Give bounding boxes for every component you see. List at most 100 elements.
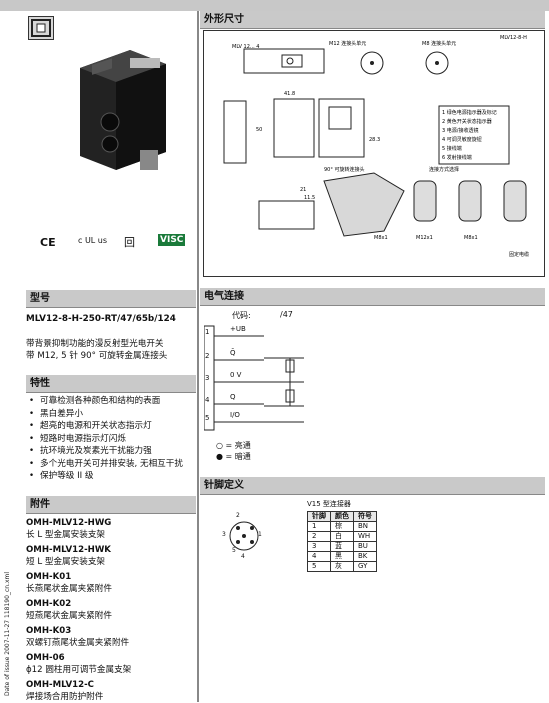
legend-light-on: ○ = 亮通 [216,441,251,450]
accessory-item: OMH-K01 长燕尾状金属夹紧附件 [26,571,196,595]
features-list: 可靠检测各种颜色和结构的表面 黑白差异小 超亮的电源和开关状态指示灯 短路时电源… [26,395,196,483]
table-cell: 4 [307,551,331,562]
signal-label: Q̄ [230,349,236,357]
accessory-item: OMH-MLV12-HWK 短 L 型金属安装支架 [26,544,196,568]
legend-dark-on: ● = 暗通 [216,452,251,461]
pin-number: 5 [232,547,236,554]
pinout-heading: 针脚定义 [200,477,545,495]
pin-number: 5 [205,414,210,422]
accessory-desc: 短 L 型金属安装支架 [26,557,106,567]
legend-line: 2 黄色开关状态指示器 [442,118,492,125]
list-item: 多个光电开关可并排安装, 无相互干扰 [26,458,196,471]
pin-number: 2 [205,352,210,360]
features-section: 特性 可靠检测各种颜色和结构的表面 黑白差异小 超亮的电源和开关状态指示灯 短路… [26,375,196,483]
accessory-code: OMH-MLV12-HWG [26,518,112,528]
model-heading: 型号 [26,290,196,308]
connector-face: 2 1 3 5 4 [222,512,272,562]
desc-line-2: 带 M12, 5 针 90° 可旋转金属连接头 [26,351,168,361]
table-header: 符号 [353,511,377,522]
desc-line-1: 带背景抑制功能的漫反射型光电开关 [26,339,164,349]
accessory-desc: 焊接场合用防护附件 [26,692,104,702]
signal-label: 0 V [230,371,242,379]
table-cell: BN [353,521,377,532]
brand-logo-icon [28,16,54,40]
legend-line: 3 电源/接收透镜 [442,127,478,134]
dim-number: 21 [300,187,306,193]
dims-heading: 外形尺寸 [200,11,545,29]
conn-label: 固定电缆 [509,251,529,258]
accessory-code: OMH-K01 [26,572,72,582]
accessory-desc: ϕ12 圆柱用可调节金属支架 [26,665,132,675]
pin-number: 3 [205,374,210,382]
pin-number: 1 [205,328,210,336]
conn-label: M8x1 [464,235,478,241]
accessory-code: OMH-MLV12-C [26,680,94,690]
ul-mark-icon: c UL us [78,236,108,245]
signal-label: I/O [230,411,240,419]
features-heading: 特性 [26,375,196,393]
table-cell: 2 [307,531,331,542]
accessory-desc: 双螺钉燕尾状金属夹紧附件 [26,638,130,648]
table-cell: 5 [307,561,331,572]
model-description: 带背景抑制功能的漫反射型光电开关 带 M12, 5 针 90° 可旋转金属连接头 [26,338,196,362]
electrical-diagram: 代码: /47 1 2 3 4 5 +UB Q̄ 0 V Q I/O ○ = 亮… [204,308,544,468]
table-cell: BK [353,551,377,562]
conn-label: M8x1 [374,235,388,241]
top-bar [0,0,549,11]
model-section: 型号 MLV12-8-H-250-RT/47/65b/124 带背景抑制功能的漫… [26,290,196,362]
table-cell: BU [353,541,377,552]
table-cell: 1 [307,521,331,532]
signal-label: +UB [230,325,246,333]
table-cell: 灰 [330,561,354,572]
pin-number: 4 [241,553,245,560]
accessory-desc: 长燕尾状金属夹紧附件 [26,584,112,594]
list-item: 可靠检测各种颜色和结构的表面 [26,395,196,408]
dim-number: 50 [256,127,262,133]
pin-number: 1 [258,531,262,538]
connector-label: V15 型连接器 [307,500,351,508]
list-item: 抗环境光及炭素光干扰能力强 [26,445,196,458]
list-item: 超亮的电源和开关状态指示灯 [26,420,196,433]
conn-label: M12x1 [416,235,433,241]
pin-number: 3 [222,531,226,538]
table-cell: 蓝 [330,541,354,552]
electrical-section: 电气连接 [200,288,545,306]
legend-line: 4 可调灵敏度旋钮 [442,136,482,143]
dimension-drawing: MLV12-8-H MLV 12... 4 M12 连接头单元 M8 连接头单元… [203,30,545,277]
table-cell: GY [353,561,377,572]
accessory-desc: 长 L 型金属安装支架 [26,530,106,540]
visco-mark-icon: VISC [158,234,186,246]
drawing-id: MLV12-8-H [500,35,527,41]
legend-line: 1 绿色电源指示器及标记 [442,109,497,116]
table-header: 颜色 [330,511,354,522]
conn-title: 连接方式选择 [429,166,459,173]
rotate-label: 90° 可旋转连接头 [324,166,364,173]
table-cell: 白 [330,531,354,542]
product-photo [80,50,166,170]
table-cell: 黑 [330,551,354,562]
m8-label: M8 连接头单元 [422,40,456,47]
table-cell: WH [353,531,377,542]
date-of-issue: Date of issue 2007-11-27 118190_cn.xml [4,571,11,696]
dims-section: 外形尺寸 [200,11,545,29]
mlv-label: MLV 12... 4 [232,44,259,50]
list-item: 黑白差异小 [26,408,196,421]
accessory-item: OMH-MLV12-C 焊接场合用防护附件 [26,679,196,703]
list-item: 短路时电源指示灯闪烁 [26,433,196,446]
accessory-code: OMH-MLV12-HWK [26,545,111,555]
electrical-heading: 电气连接 [200,288,545,306]
accessory-desc: 短燕尾状金属夹紧附件 [26,611,112,621]
list-item: 保护等级 II 级 [26,470,196,483]
signal-label: Q [230,393,236,401]
dim-number: 41.8 [284,91,295,97]
model-code: MLV12-8-H-250-RT/47/65b/124 [26,314,176,324]
accessory-item: OMH-MLV12-HWG 长 L 型金属安装支架 [26,517,196,541]
class2-mark-icon: 回 [124,236,135,249]
